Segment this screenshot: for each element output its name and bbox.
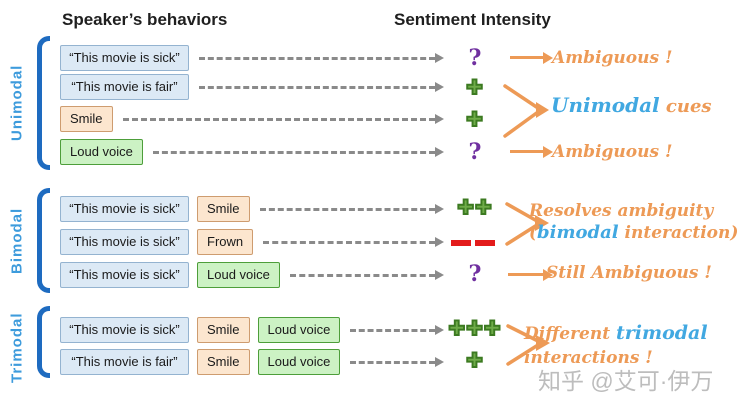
plus-icon: ✚	[466, 349, 484, 372]
dashed-line	[263, 240, 435, 244]
face-box: Frown	[197, 229, 254, 255]
arrowhead-icon	[435, 147, 444, 157]
bimodal-bracket	[37, 188, 50, 293]
dashed-line	[199, 56, 435, 60]
resolves-line: Resolves ambiguity	[529, 201, 714, 221]
behavior-row: Loud voice	[60, 138, 444, 166]
voice-box: Loud voice	[257, 349, 341, 375]
plus-plus-icon: ✚✚	[457, 196, 493, 219]
speech-box: “This movie is sick”	[60, 45, 189, 71]
bimodal-line: (bimodal interaction)	[529, 222, 739, 243]
speakers-behaviors-title: Speaker’s behaviors	[62, 10, 228, 29]
different-trimodal-line: Different trimodal	[524, 322, 708, 344]
unimodal-section-label: Unimodal	[8, 64, 26, 142]
bimodal-word: bimodal	[537, 222, 619, 243]
speech-box: “This movie is sick”	[60, 196, 189, 222]
face-box: Smile	[197, 196, 250, 222]
voice-box: Loud voice	[197, 262, 280, 288]
plus-plus-plus-icon: ✚✚✚	[448, 317, 502, 340]
plus-icon: ✚	[466, 76, 484, 99]
trimodal-interactions-annotation: Different trimodal interactions !	[524, 321, 708, 370]
arrowhead-icon	[435, 357, 444, 367]
dashed-line	[152, 150, 435, 154]
arrowhead-icon	[435, 270, 444, 280]
minus-minus-icon: ▬▬	[451, 229, 499, 251]
trimodal-section-label: Trimodal	[8, 312, 26, 384]
unimodal-bracket	[37, 36, 50, 170]
behavior-row: “This movie is sick” Smile Loud voice	[60, 316, 444, 344]
speech-box: “This movie is sick”	[60, 229, 189, 255]
face-box: Smile	[197, 317, 250, 343]
speech-box: “This movie is sick”	[60, 317, 189, 343]
speech-box: “This movie is fair”	[60, 74, 189, 100]
dashed-line	[199, 85, 435, 89]
arrowhead-icon	[435, 53, 444, 63]
trimodal-bracket	[37, 306, 50, 378]
orange-arrow-icon	[510, 145, 553, 158]
behavior-row: Smile	[60, 105, 444, 133]
dashed-line	[289, 273, 435, 277]
question-mark-icon: ?	[468, 139, 482, 165]
orange-arrow-icon	[508, 268, 553, 281]
behavior-row: “This movie is sick” Smile	[60, 195, 444, 223]
dashed-line	[259, 207, 435, 211]
face-box: Smile	[60, 106, 113, 132]
voice-box: Loud voice	[60, 139, 143, 165]
behavior-row: “This movie is fair”	[60, 73, 444, 101]
merge-arrow-icon	[505, 202, 549, 246]
face-box: Smile	[197, 349, 250, 375]
merge-arrow-icon	[503, 84, 549, 138]
behavior-row: “This movie is sick”	[60, 44, 444, 72]
arrowhead-icon	[435, 237, 444, 247]
dashed-line	[350, 360, 435, 364]
behavior-row: “This movie is sick” Frown	[60, 228, 444, 256]
question-mark-icon: ?	[468, 45, 482, 71]
still-ambiguous-annotation: Still Ambiguous !	[546, 263, 712, 283]
behavior-row: “This movie is sick” Loud voice	[60, 261, 444, 289]
interactions-line: interactions !	[524, 348, 653, 368]
unimodal-cues-annotation: Unimodal cues	[551, 94, 712, 118]
behavior-row: “This movie is fair” Smile Loud voice	[60, 348, 444, 376]
voice-box: Loud voice	[257, 317, 341, 343]
cues-word: cues	[659, 96, 712, 117]
dashed-line	[122, 117, 435, 121]
trimodal-word: trimodal	[615, 322, 708, 344]
speech-box: “This movie is fair”	[60, 349, 189, 375]
speech-box: “This movie is sick”	[60, 262, 189, 288]
sentiment-intensity-title: Sentiment Intensity	[394, 10, 551, 29]
bimodal-section-label: Bimodal	[8, 207, 26, 274]
arrowhead-icon	[435, 204, 444, 214]
plus-icon: ✚	[466, 108, 484, 131]
arrowhead-icon	[435, 114, 444, 124]
ambiguous-annotation: Ambiguous !	[552, 48, 673, 68]
dashed-line	[350, 328, 435, 332]
orange-arrow-icon	[510, 51, 553, 64]
resolves-ambiguity-annotation: Resolves ambiguity (bimodal interaction)	[529, 200, 738, 244]
merge-arrow-icon	[506, 324, 550, 366]
arrowhead-icon	[435, 82, 444, 92]
question-mark-icon: ?	[468, 261, 482, 287]
watermark: 知乎 @艾可·伊万	[538, 368, 714, 394]
unimodal-word: Unimodal	[551, 93, 660, 117]
arrowhead-icon	[435, 325, 444, 335]
ambiguous-annotation: Ambiguous !	[552, 142, 673, 162]
